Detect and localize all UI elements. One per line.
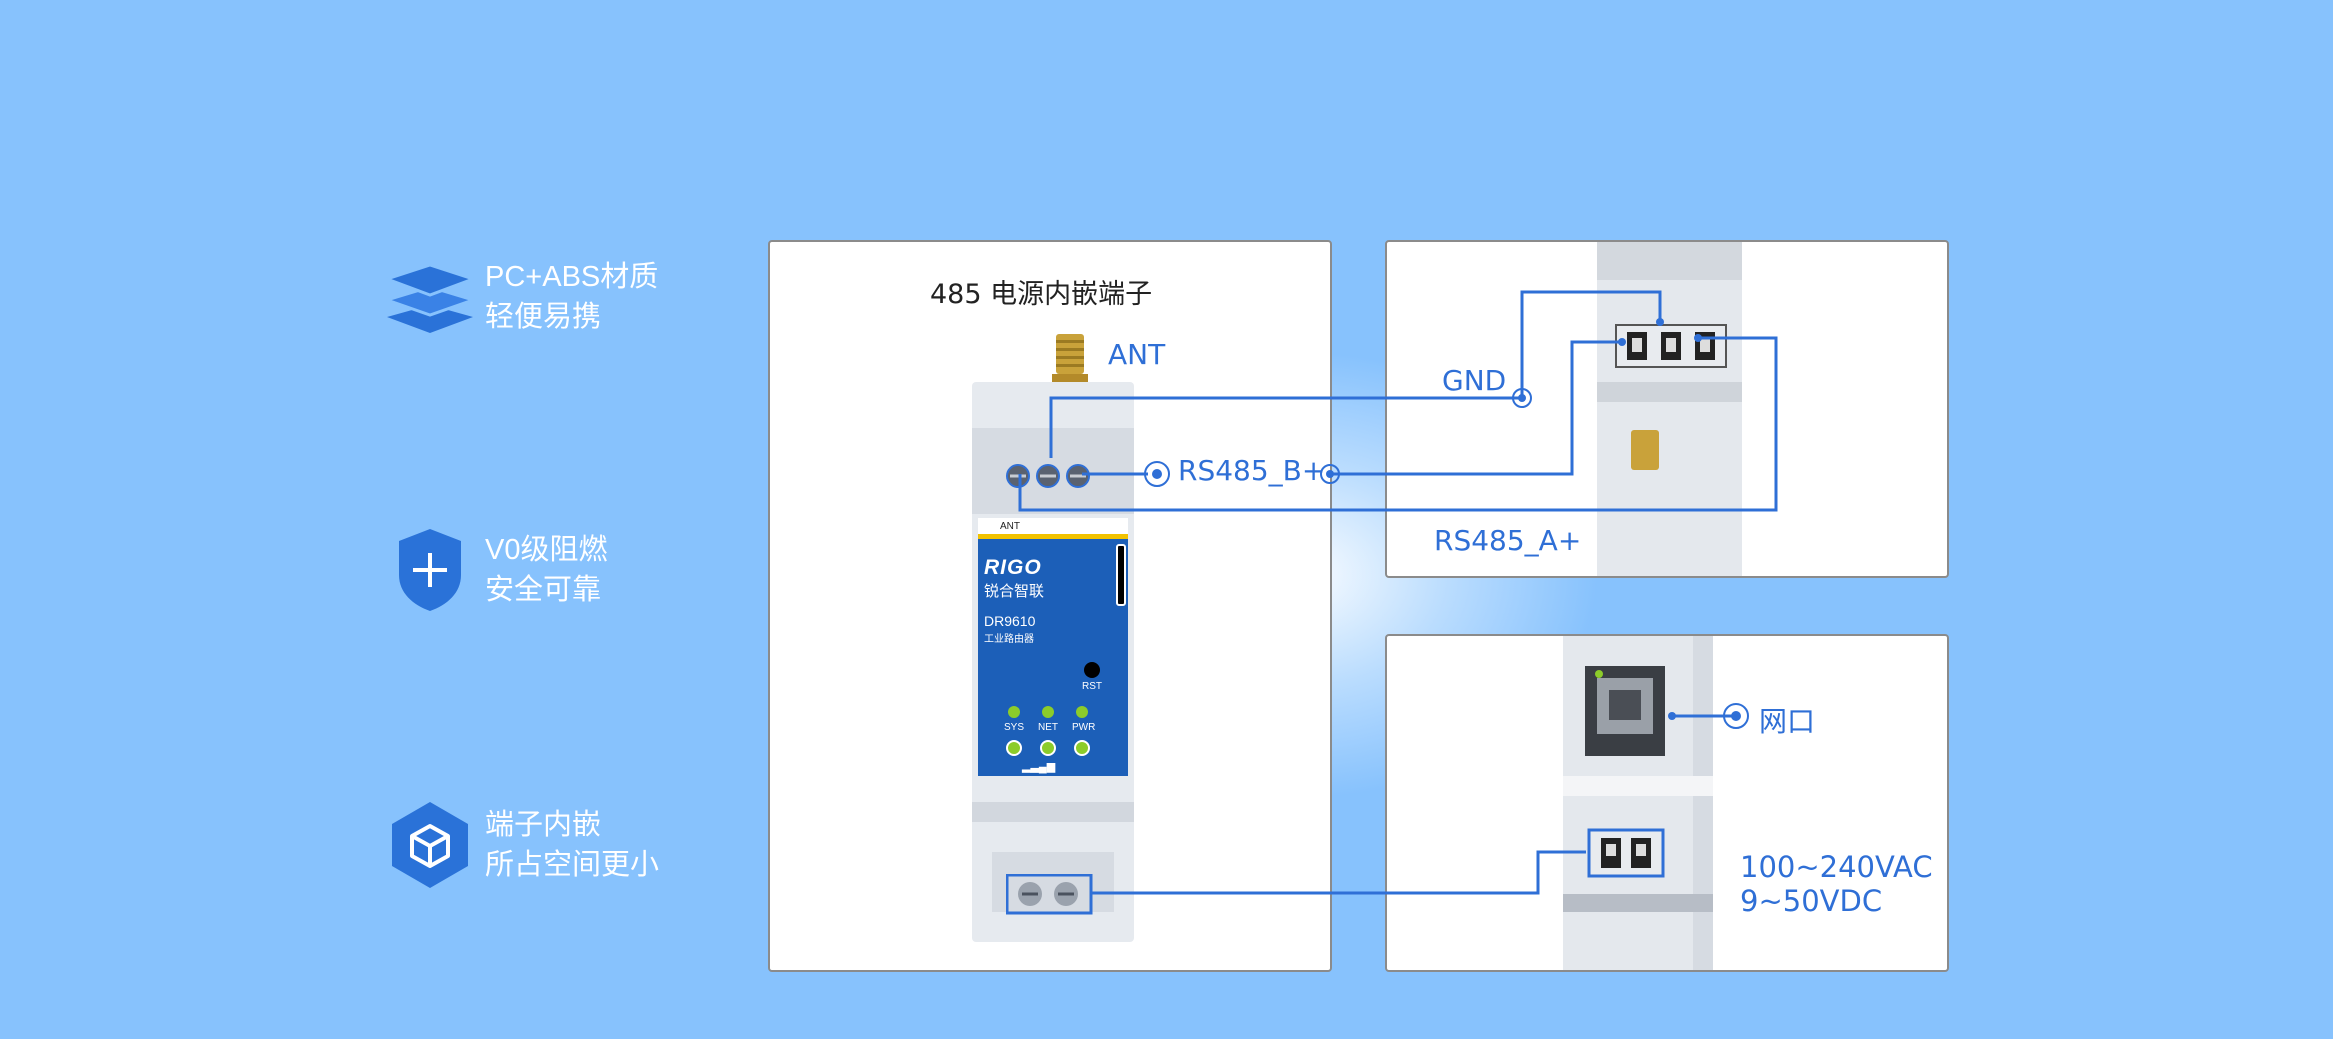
brand-name: 锐合智联 xyxy=(984,583,1045,600)
main-device-panel: 485 电源内嵌端子 ANT RS485_B+ ANT RIGO 锐合智联 DR… xyxy=(768,240,1332,972)
power-terminal-block xyxy=(1006,874,1093,915)
feature-material-line2: 轻便易携 xyxy=(485,301,602,333)
feature-flame-retardant: V0级阻燃 安全可靠 xyxy=(385,525,607,615)
shield-plus-icon xyxy=(385,525,475,615)
rs485-a-label: RS485_A+ xyxy=(1434,524,1582,557)
device-side-view xyxy=(1597,242,1742,576)
rst-label: RST xyxy=(1082,681,1102,692)
ethernet-port-icon xyxy=(1585,666,1665,756)
model-description: 工业路由器 xyxy=(984,634,1034,645)
reset-button[interactable] xyxy=(1084,662,1100,678)
led-net-label: NET xyxy=(1038,722,1058,733)
feature-flame-line2: 安全可靠 xyxy=(485,574,602,606)
sim-slot xyxy=(1116,544,1126,606)
feature-terminal-line1: 端子内嵌 xyxy=(485,809,602,841)
main-panel-title: 485 电源内嵌端子 xyxy=(930,279,1153,310)
power-dc-label: 9~50VDC xyxy=(1740,884,1883,918)
feature-material-line1: PC+ABS材质 xyxy=(485,261,659,293)
led-sys xyxy=(1008,706,1020,718)
led-sys-label: SYS xyxy=(1004,722,1025,733)
led-pwr-label: PWR xyxy=(1072,722,1096,733)
device-ant-text: ANT xyxy=(1000,521,1020,532)
signal-led-3 xyxy=(1074,740,1090,756)
model-number: DR9610 xyxy=(984,613,1036,629)
feature-material: PC+ABS材质 轻便易携 xyxy=(385,252,658,342)
brand-logo: RIGO xyxy=(984,556,1042,579)
signal-bars-icon: ▂▃▄▆ xyxy=(1022,761,1056,773)
terminal-detail-panel: GND RS485_A+ xyxy=(1385,240,1949,578)
device-front-label: ANT RIGO 锐合智联 DR9610 工业路由器 RST SYS NET P… xyxy=(978,518,1128,776)
ant-label: ANT xyxy=(1108,338,1166,371)
power-terminal-closeup xyxy=(1587,828,1665,878)
port-detail-panel: 网口 100~240VAC 9~50VDC xyxy=(1385,634,1949,972)
layers-icon xyxy=(385,252,475,342)
led-pwr xyxy=(1076,706,1088,718)
power-ac-label: 100~240VAC xyxy=(1740,850,1933,884)
feature-embedded-terminal: 端子内嵌 所占空间更小 xyxy=(385,800,659,890)
ethernet-port-label: 网口 xyxy=(1759,705,1816,738)
led-net xyxy=(1042,706,1054,718)
gnd-label: GND xyxy=(1442,364,1507,397)
signal-led-2 xyxy=(1040,740,1056,756)
top-terminal-block xyxy=(1006,464,1090,488)
signal-led-1 xyxy=(1006,740,1022,756)
feature-terminal-line2: 所占空间更小 xyxy=(485,849,660,881)
rs485-b-label: RS485_B+ xyxy=(1178,454,1326,487)
feature-flame-line1: V0级阻燃 xyxy=(485,534,608,566)
cube-hexagon-icon xyxy=(385,800,475,890)
